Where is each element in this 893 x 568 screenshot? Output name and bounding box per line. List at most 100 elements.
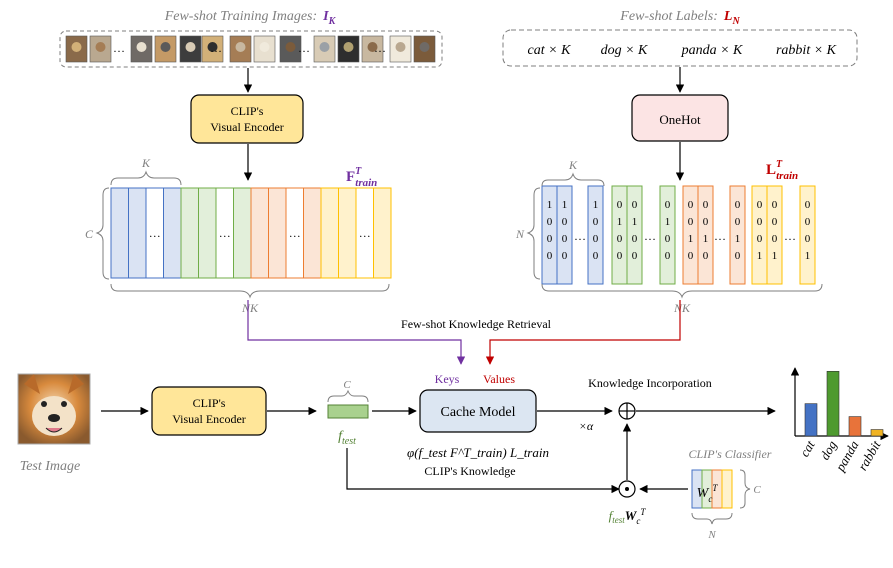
feature-column	[268, 187, 287, 279]
wc-symbol: WcT	[697, 483, 719, 504]
keys-arrow	[247, 300, 466, 365]
onehot-cell: 0	[562, 250, 568, 262]
onehot-cell: 0	[688, 250, 694, 262]
onehot-cell: 0	[547, 216, 553, 228]
onehot-cell: 1	[632, 216, 638, 228]
onehot-column	[626, 185, 643, 285]
bar-panda	[848, 416, 862, 437]
thumbnail-subject	[259, 42, 270, 52]
c-label-ftest: C	[343, 379, 351, 391]
thumbnail-ellipsis: …	[298, 41, 310, 55]
feature-column	[180, 187, 199, 279]
onehot-cell: 1	[805, 250, 811, 262]
onehot-column	[659, 185, 676, 285]
onehot-cell: 0	[593, 250, 599, 262]
onehot-cell: 0	[805, 216, 811, 228]
feature-column	[110, 187, 129, 279]
onehot-cell: 0	[735, 250, 741, 262]
training-images-box	[59, 30, 443, 68]
onehot-cell: 0	[632, 233, 638, 245]
labels-title: Few-shot Labels:LN	[619, 9, 740, 27]
onehot-cell: 0	[757, 199, 763, 211]
k-brace-left	[110, 170, 182, 186]
feature-ellipsis: …	[289, 226, 301, 240]
cache-model-label: Cache Model	[440, 405, 515, 420]
onehot-cell: 0	[547, 233, 553, 245]
train-encoder-line2: Visual Encoder	[210, 120, 284, 134]
onehot-cell: 0	[617, 250, 623, 262]
onehot-cell: 0	[703, 250, 709, 262]
thumbnail-subject	[207, 42, 218, 52]
onehot-cell: 0	[757, 233, 763, 245]
feature-column	[233, 187, 252, 279]
feature-column	[373, 187, 392, 279]
clip-classifier-title: CLIP's Classifier	[689, 447, 772, 461]
onehot-cell: 0	[772, 233, 778, 245]
thumbnail-subject	[419, 42, 430, 52]
classifier-weight-column	[721, 469, 733, 509]
nk-label-right: NK	[673, 301, 691, 315]
test-visual-encoder-box	[151, 386, 267, 436]
bar-label-panda: panda	[832, 438, 862, 475]
onehot-cell: 0	[593, 216, 599, 228]
thumbnail-subject	[235, 42, 246, 52]
bar-label-cat: cat	[797, 438, 818, 460]
sum-operator	[618, 402, 636, 420]
onehot-cell: 1	[547, 199, 553, 211]
train-encoder-line1: CLIP's	[231, 104, 264, 118]
feature-ellipsis: …	[149, 226, 161, 240]
classifier-weights	[691, 469, 733, 509]
onehot-column	[799, 185, 816, 285]
thumbnail-ellipsis: …	[374, 41, 386, 55]
thumbnail-subject	[319, 42, 330, 52]
label-item-dog: dog × K	[601, 43, 648, 58]
onehot-cell: 0	[688, 216, 694, 228]
feature-ellipsis: …	[219, 226, 231, 240]
onehot-cell: 1	[772, 250, 778, 262]
ftest-wc-label: ftestWcT	[609, 507, 647, 526]
cache-model-box	[419, 389, 537, 433]
onehot-cell: 0	[665, 199, 671, 211]
bar-dog	[826, 370, 840, 437]
onehot-cell: 0	[562, 233, 568, 245]
thumbnail-subject	[285, 42, 296, 52]
nk-brace-right	[541, 283, 823, 299]
feature-column	[163, 187, 182, 279]
thumbnail-subject	[71, 42, 82, 52]
feature-column	[303, 187, 322, 279]
n-label-right: N	[515, 227, 525, 241]
onehot-cell: 1	[593, 199, 599, 211]
onehot-box	[631, 94, 729, 142]
thumbnail-ellipsis: …	[210, 41, 222, 55]
values-arrow	[485, 300, 681, 365]
onehot-ellipsis: …	[574, 229, 586, 243]
clip-knowledge-arrow	[346, 448, 620, 494]
n-brace-classifier	[691, 512, 733, 525]
onehot-cell: 1	[562, 199, 568, 211]
bar-cat	[804, 403, 818, 437]
c-brace	[95, 187, 110, 280]
onehot-cell: 1	[688, 233, 694, 245]
alpha-label: ×α	[579, 419, 594, 433]
onehot-cell: 1	[703, 233, 709, 245]
cache-model-formula: φ(f_test F^T_train) L_train	[407, 445, 549, 460]
onehot-column	[766, 185, 783, 285]
train-feature-columns: …………	[110, 187, 392, 279]
label-item-panda: panda × K	[681, 43, 743, 58]
onehot-column	[729, 185, 746, 285]
thumbnail-subject	[343, 42, 354, 52]
onehot-cell: 0	[772, 216, 778, 228]
thumbnail-subject	[395, 42, 406, 52]
c-brace-classifier	[739, 469, 751, 509]
onehot-cell: 0	[562, 216, 568, 228]
onehot-column	[556, 185, 573, 285]
onehot-cell: 0	[805, 199, 811, 211]
thumbnail-subject	[95, 42, 106, 52]
onehot-cell: 0	[703, 199, 709, 211]
bar-rabbit	[870, 429, 884, 437]
k-label-right: K	[568, 158, 578, 172]
test-encoder-line1: CLIP's	[193, 396, 226, 410]
